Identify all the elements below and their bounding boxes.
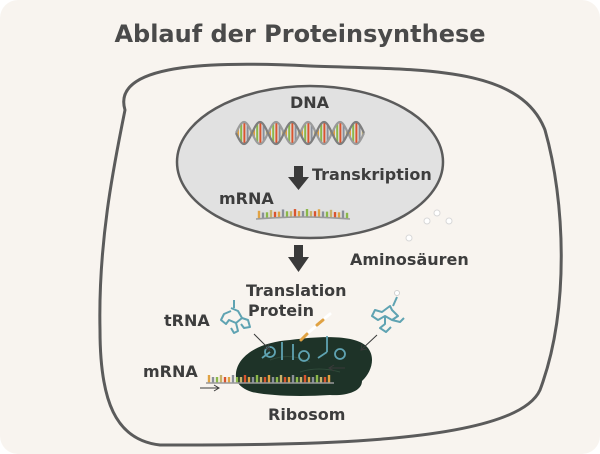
ribosome-trnas [261,336,346,362]
mrna-strand-ribosome [206,375,334,384]
diagram-title: Ablauf der Proteinsynthese [114,20,486,48]
translation-arrow [288,245,309,272]
trna-left [220,300,251,334]
mrna-backbone [255,216,351,220]
dna-label: DNA [290,93,330,112]
transcription-label: Transkription [312,165,432,184]
protein-chain [299,312,332,342]
ribosome-label: Ribosom [268,405,346,424]
translation-label: Translation [246,281,347,300]
trna-label: tRNA [164,311,210,330]
mrna-nucleus-label: mRNA [219,189,274,208]
pointer-arrows [200,333,378,392]
dna-helix [235,120,365,146]
mrna-strand-nucleus [255,209,351,220]
dna-backbone [235,120,365,146]
trna-right [371,290,405,333]
protein-label: Protein [248,301,314,320]
transcription-arrow [288,166,309,190]
amino-acid-dots [405,209,453,242]
mrna-ribosome-label: mRNA [143,362,198,381]
amino-acids-label: Aminosäuren [350,250,469,269]
